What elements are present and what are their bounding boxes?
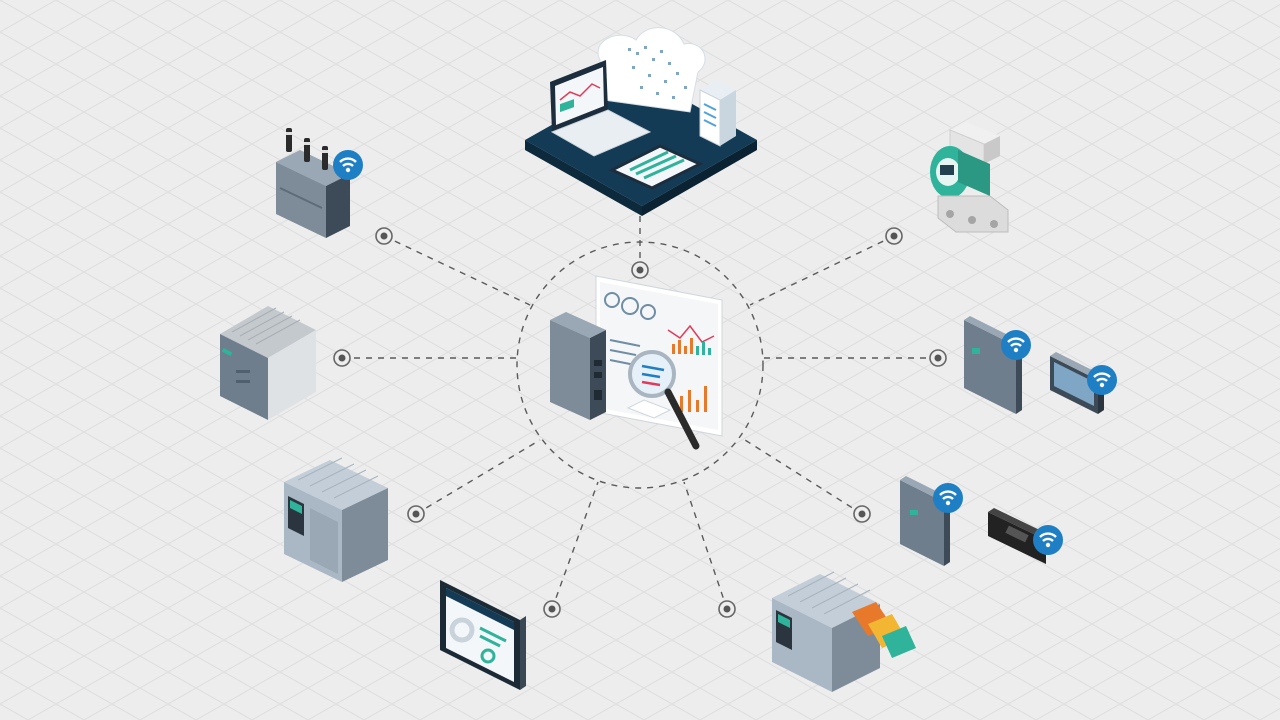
endpoint-power-supply — [333, 349, 351, 367]
connection-line-plc — [415, 439, 541, 515]
endpoint-plc-third-party — [718, 600, 736, 618]
plc-third-party-devices-icon — [772, 571, 916, 692]
pressure-transmitter-icon — [930, 122, 1009, 233]
connection-line-hmi — [551, 481, 599, 610]
endpoint-wireless-io — [929, 349, 947, 367]
connection-lines — [342, 210, 938, 610]
plc-controller-icon — [284, 457, 388, 582]
edge-device-analytics-dashboard-icon — [550, 275, 723, 450]
endpoint-plc — [407, 505, 425, 523]
wifi-icon — [1031, 523, 1065, 557]
connection-line-wireless-modem — [383, 235, 531, 306]
cloud-server-platform-icon — [525, 27, 757, 216]
wifi-icon — [999, 328, 1033, 362]
endpoint-cloud — [631, 261, 649, 279]
wifi-icon — [331, 148, 365, 182]
endpoint-wireless-modem — [375, 227, 393, 245]
wifi-icon — [931, 481, 965, 515]
connection-line-pressure-transmitter — [749, 235, 895, 306]
wireless-router-antennas-icon — [276, 128, 350, 238]
connection-line-plc-third-party — [683, 481, 728, 610]
wifi-icon — [1085, 363, 1119, 397]
endpoint-hmi — [543, 600, 561, 618]
endpoint-wireless-sensors — [853, 505, 871, 523]
power-supply-module-icon — [220, 306, 316, 420]
endpoint-pressure-transmitter — [885, 227, 903, 245]
hmi-touch-panel-icon — [440, 580, 526, 690]
